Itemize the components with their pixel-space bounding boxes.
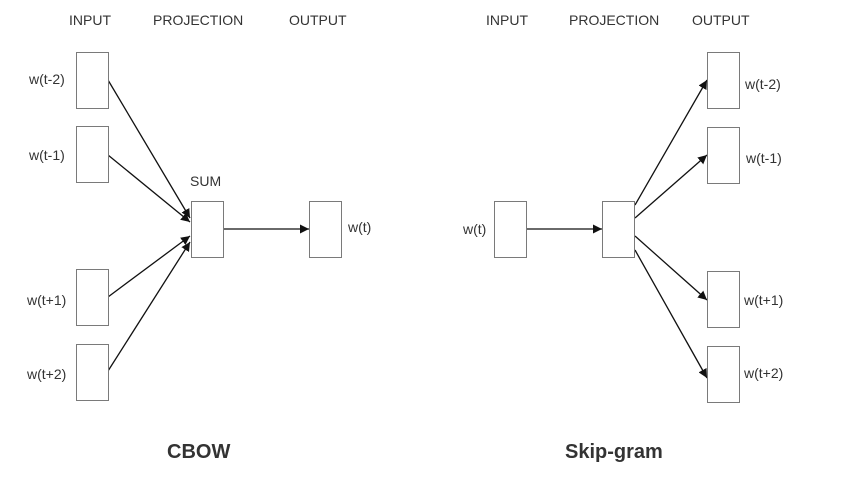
skipgram-output-label-1: w(t-2): [745, 76, 781, 92]
cbow-output-label: w(t): [348, 219, 372, 235]
cbow-projection-label: SUM: [190, 173, 222, 189]
arrow-skipgram-projection-to-output1: [634, 79, 708, 206]
cbow-projection-node: [191, 201, 224, 258]
cbow-input-header: INPUT: [69, 12, 111, 28]
arrow-cbow-input3-to-projection: [107, 235, 191, 298]
arrow-skipgram-projection-to-output2: [634, 154, 708, 219]
arrow-skipgram-projection-to-output4: [634, 249, 708, 379]
skipgram-output-label-3: w(t+1): [744, 292, 784, 308]
cbow-title: CBOW: [167, 441, 231, 463]
skipgram-input-label: w(t): [463, 221, 487, 237]
skipgram-output-node-4: [707, 346, 740, 403]
cbow-input-node-4: [76, 344, 109, 401]
cbow-input-label-1: w(t-2): [29, 71, 65, 87]
skipgram-title: Skip-gram: [565, 441, 663, 463]
cbow-projection-header: PROJECTION: [153, 12, 244, 28]
cbow-input-label-4: w(t+2): [27, 366, 67, 382]
skipgram-input-node: [494, 201, 527, 258]
skipgram-output-node-1: [707, 52, 740, 109]
skipgram-projection-node: [602, 201, 635, 258]
cbow-input-label-2: w(t-1): [29, 147, 65, 163]
skipgram-output-label-2: w(t-1): [746, 150, 782, 166]
cbow-input-node-3: [76, 269, 109, 326]
cbow-input-node-2: [76, 126, 109, 183]
arrow-cbow-input4-to-projection: [107, 241, 191, 372]
skipgram-projection-header: PROJECTION: [569, 12, 660, 28]
skipgram-output-header: OUTPUT: [692, 12, 750, 28]
skipgram-output-label-4: w(t+2): [744, 365, 784, 381]
arrow-skipgram-projection-to-output3: [634, 235, 708, 301]
cbow-output-node: [309, 201, 342, 258]
arrow-cbow-input2-to-projection: [107, 154, 191, 223]
skipgram-output-node-2: [707, 127, 740, 184]
skipgram-input-header: INPUT: [486, 12, 528, 28]
cbow-input-label-3: w(t+1): [27, 292, 67, 308]
cbow-input-node-1: [76, 52, 109, 109]
cbow-output-header: OUTPUT: [289, 12, 347, 28]
arrow-cbow-input1-to-projection: [107, 79, 191, 219]
skipgram-output-node-3: [707, 271, 740, 328]
